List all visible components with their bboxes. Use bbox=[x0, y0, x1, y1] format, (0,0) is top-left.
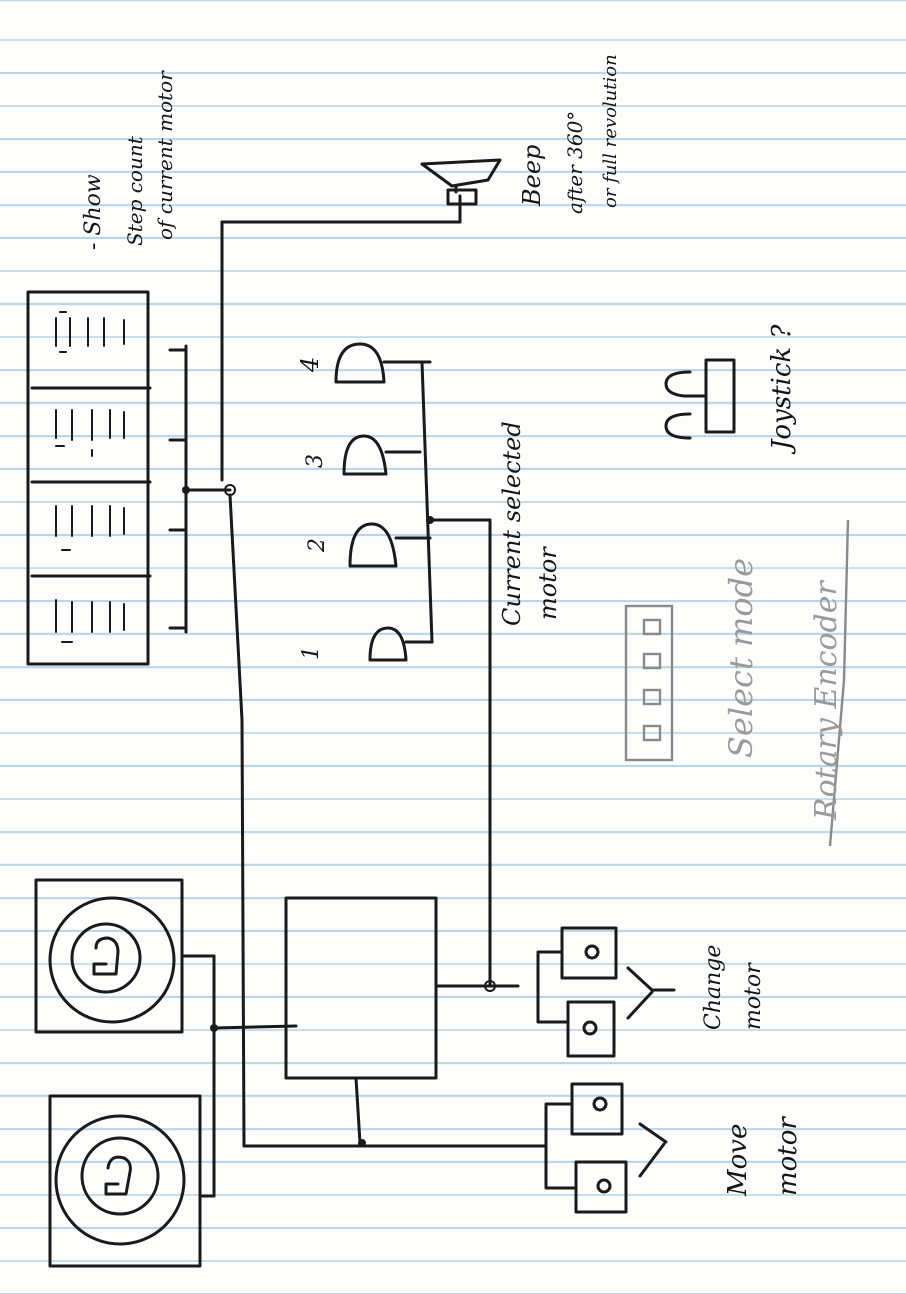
led-bus bbox=[420, 360, 492, 988]
joystick-label: Joystick ? bbox=[767, 324, 797, 455]
current-selected-label: Current selected bbox=[498, 421, 526, 626]
led-icon bbox=[368, 626, 434, 662]
after-360-label: after 360° bbox=[563, 111, 587, 214]
encoder-underline bbox=[828, 519, 850, 847]
junction-dot bbox=[182, 486, 190, 494]
rotary-encoder-label: Rotary Encoder bbox=[809, 580, 844, 821]
change-label: Change bbox=[701, 945, 726, 1030]
beep-label: Beep bbox=[518, 145, 546, 207]
current-selected-motor-label: motor bbox=[534, 546, 562, 620]
step-count-label: Step count bbox=[123, 135, 147, 246]
seven-segment-digit-icon bbox=[55, 311, 125, 353]
move-motor-label: motor bbox=[773, 1116, 803, 1196]
led-4-label: 4 bbox=[296, 357, 324, 373]
seven-segment-display bbox=[26, 290, 152, 666]
change-buttons-wiring bbox=[536, 950, 676, 1024]
motor-wiring bbox=[180, 954, 298, 1198]
led-icon bbox=[348, 522, 432, 568]
seven-segment-digit-icon bbox=[55, 409, 125, 457]
move-label: Move bbox=[723, 1124, 753, 1197]
led-icon bbox=[342, 434, 422, 476]
main-bus bbox=[220, 194, 547, 1148]
junction-dot bbox=[426, 516, 434, 524]
led-icon bbox=[334, 342, 432, 384]
push-button-icon[interactable] bbox=[560, 926, 618, 980]
led-3-label: 3 bbox=[303, 454, 328, 468]
crossover-dot bbox=[484, 980, 496, 992]
full-revolution-label: or full revolution bbox=[600, 54, 621, 208]
rotary-encoder-icon bbox=[624, 604, 674, 762]
junction-dot bbox=[210, 1024, 218, 1032]
push-button-icon[interactable] bbox=[566, 1000, 616, 1058]
show-label: - Show bbox=[81, 174, 106, 250]
speaker-icon bbox=[420, 158, 502, 206]
stepper-motor-icon bbox=[48, 1094, 202, 1268]
move-buttons-wiring bbox=[544, 1102, 668, 1190]
display-outline bbox=[26, 290, 150, 666]
push-button-icon[interactable] bbox=[570, 1082, 624, 1136]
led-1-label: 1 bbox=[299, 646, 324, 660]
controller-box bbox=[284, 896, 438, 1080]
seven-segment-digit-icon bbox=[55, 599, 125, 643]
led-2-label: 2 bbox=[305, 538, 330, 553]
change-motor-label: motor bbox=[741, 962, 766, 1030]
joystick-icon bbox=[664, 358, 736, 440]
seven-segment-digit-icon bbox=[55, 505, 125, 551]
select-mode-label: Select mode bbox=[722, 558, 760, 758]
of-current-motor-label: of current motor bbox=[153, 70, 177, 240]
stepper-motor-icon bbox=[34, 878, 184, 1034]
push-button-icon[interactable] bbox=[574, 1160, 628, 1214]
